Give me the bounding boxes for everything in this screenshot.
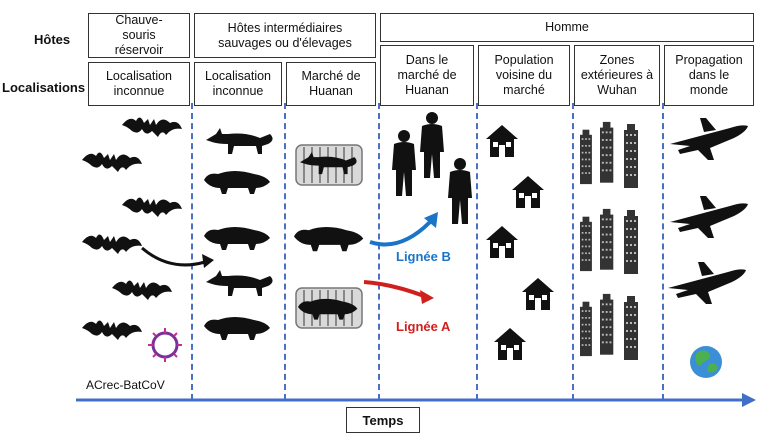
lineage-a-label: Lignée A xyxy=(396,319,451,334)
bat-icon-3 xyxy=(122,197,182,217)
fox-icon-1 xyxy=(206,128,273,154)
bat-icon-2 xyxy=(82,152,142,172)
airplane-icon-2 xyxy=(670,196,748,238)
house-icon-1 xyxy=(486,125,518,157)
location-box-2: Localisation inconnue xyxy=(194,62,282,106)
locations-row-label: Localisations xyxy=(2,80,86,95)
column-separator-3 xyxy=(378,103,380,400)
bat-to-host-arrow xyxy=(141,246,214,268)
location-text-1: Localisation inconnue xyxy=(105,69,172,98)
hosts-row-label: Hôtes xyxy=(34,32,71,47)
location-text-2: Localisation inconnue xyxy=(204,69,271,98)
location-text-6: Zones extérieures à Wuhan xyxy=(580,53,654,97)
host-box-reservoir: Chauve-souris réservoir xyxy=(88,13,190,58)
bat-icon-1 xyxy=(122,117,182,137)
raccoon-dog-icon-1 xyxy=(204,171,270,194)
cage-icon-2 xyxy=(295,287,363,329)
column-separator-5 xyxy=(572,103,574,400)
location-box-3: Marché de Huanan xyxy=(286,62,376,106)
building-group-3 xyxy=(580,293,638,360)
location-text-7: Propagation dans le monde xyxy=(675,53,743,97)
host-reservoir-text: Chauve-souris réservoir xyxy=(114,13,164,57)
house-icon-2 xyxy=(512,176,544,208)
column-separator-2 xyxy=(284,103,286,400)
fox-icon-2 xyxy=(206,270,273,296)
location-text-3: Marché de Huanan xyxy=(301,69,361,98)
location-text-5: Population voisine du marché xyxy=(494,53,554,97)
location-box-7: Propagation dans le monde xyxy=(664,45,754,106)
location-text-4: Dans le marché de Huanan xyxy=(397,53,457,97)
airplane-icon-1 xyxy=(670,118,748,160)
location-box-1: Localisation inconnue xyxy=(88,62,190,106)
host-human-text: Homme xyxy=(545,20,589,34)
time-axis-arrow xyxy=(76,393,756,407)
cage-icon-1 xyxy=(295,144,363,186)
building-group-2 xyxy=(580,208,638,274)
location-box-4: Dans le marché de Huanan xyxy=(380,45,474,106)
host-box-intermediate: Hôtes intermédiaires sauvages ou d'éleva… xyxy=(194,13,376,58)
column-separator-4 xyxy=(476,103,478,400)
virus-icon xyxy=(148,328,182,362)
column-separator-6 xyxy=(662,103,664,400)
time-axis-label-box: Temps xyxy=(346,407,420,433)
lineage-a-arrow xyxy=(363,280,434,304)
person-icon-3 xyxy=(448,158,472,224)
airplane-icon-3 xyxy=(668,262,746,304)
person-icon-2 xyxy=(420,112,444,178)
time-axis-label: Temps xyxy=(362,412,404,428)
location-box-6: Zones extérieures à Wuhan xyxy=(574,45,660,106)
raccoon-dog-icon-2 xyxy=(204,227,270,250)
person-icon-1 xyxy=(392,130,416,196)
bat-icon-4 xyxy=(82,234,142,254)
lineage-b-arrow xyxy=(369,212,438,247)
lineage-b-label: Lignée B xyxy=(396,249,451,264)
building-group-1 xyxy=(580,121,638,188)
globe-icon xyxy=(690,346,722,378)
column-separator-1 xyxy=(191,103,193,400)
location-box-5: Population voisine du marché xyxy=(478,45,570,106)
house-icon-5 xyxy=(494,328,526,360)
raccoon-dog-icon-3 xyxy=(204,317,270,340)
house-icon-3 xyxy=(486,226,518,258)
host-intermediate-text: Hôtes intermédiaires sauvages ou d'éleva… xyxy=(218,20,352,50)
bat-icon-6 xyxy=(82,320,142,340)
host-box-human: Homme xyxy=(380,13,754,42)
house-icon-4 xyxy=(522,278,554,310)
bat-icon-5 xyxy=(112,280,172,300)
raccoon-dog-icon-4 xyxy=(294,227,364,252)
virus-label: ACrec-BatCoV xyxy=(86,378,165,392)
